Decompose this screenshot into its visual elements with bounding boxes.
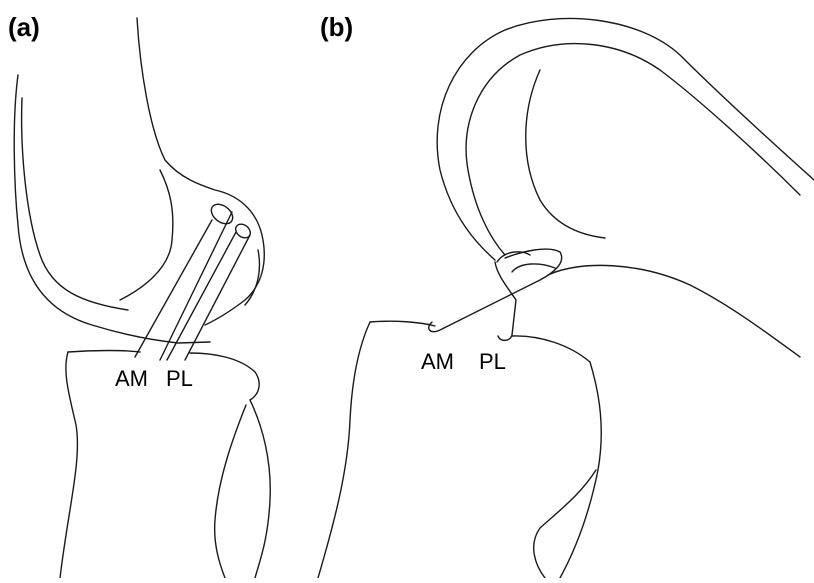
panel-b-tibia-back [560,362,601,578]
panel-b-drawing [318,18,814,578]
panel-b-femur-outer [437,18,814,260]
panel-a-fibula [215,405,246,578]
panel-b-pl-label: PL [479,351,506,373]
panel-a-femur-posterior [137,18,264,325]
panel-b-bundle-top [497,252,530,262]
panel-a-tibia-back [250,400,270,578]
panel-a-condyle-notch [245,250,259,305]
panel-a-am-end [208,200,237,227]
panel-a-tibia-front [60,352,77,578]
panel-b-notch-line [512,264,555,272]
panel-b-label: (b) [320,14,353,40]
panel-b-femur-inner [466,44,800,255]
panel-a-am-label: AM [115,368,148,390]
panel-a-label: (a) [8,14,40,40]
panel-a-am-bundle [135,212,232,360]
panel-b-fibula [534,470,596,578]
panel-a-femur-shaft [22,98,128,310]
panel-a-drawing [14,18,270,578]
panel-a-condyle-inner [120,170,173,300]
panel-b-am-label: AM [421,351,454,373]
panel-b-condyle-curve [526,70,605,238]
panel-a-pl-bundle [167,232,250,360]
panel-a-femur-outline [14,75,210,343]
panel-a-tibia-plateau [68,351,259,401]
panel-b-tibia-front [318,322,370,578]
panel-a-pl-end [233,221,253,240]
panel-a-pl-label: PL [166,368,193,390]
panel-b-slope-line [548,265,800,357]
